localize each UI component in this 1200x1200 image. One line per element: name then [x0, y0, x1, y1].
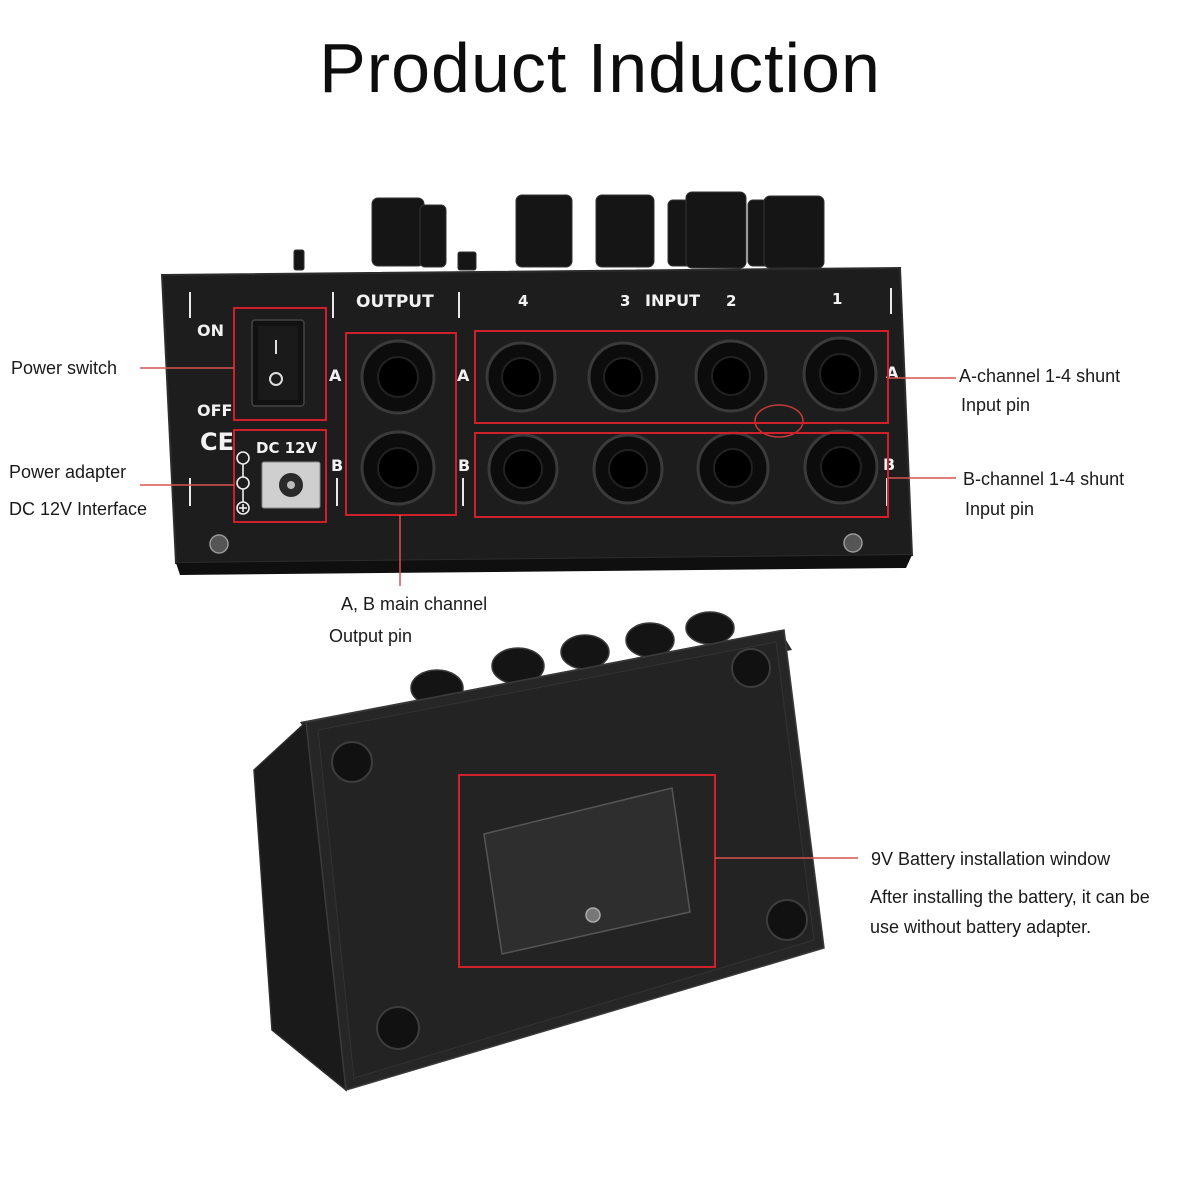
power-switch	[251, 319, 305, 407]
audio-jacks	[360, 336, 879, 506]
a-channel-callout-2: Input pin	[961, 395, 1031, 415]
input-number-2: 2	[726, 292, 736, 310]
battery-cover	[483, 787, 691, 955]
input-number-3: 3	[620, 292, 630, 310]
output-a-label: A	[329, 366, 342, 385]
dc-jack-highlight	[233, 429, 327, 523]
battery-cover-screw	[585, 907, 601, 923]
output-highlight	[345, 332, 457, 516]
input-label: INPUT	[645, 291, 700, 310]
main-output-callout-2: Output pin	[329, 626, 413, 646]
dc-label: DC 12V	[256, 439, 318, 457]
b-channel-callout-1: B-channel 1-4 shunt	[963, 469, 1125, 489]
off-label: OFF	[197, 401, 232, 420]
battery-callout-3: use without battery adapter.	[870, 917, 1092, 937]
input-number-1: 1	[832, 290, 842, 308]
input-number-4: 4	[518, 292, 528, 310]
b-channel-callout-2: Input pin	[965, 499, 1035, 519]
input-b-left-label: B	[458, 456, 470, 475]
battery-window-highlight	[458, 774, 716, 968]
device-bottom-view	[253, 611, 858, 1092]
battery-callout-1: 9V Battery installation window	[871, 849, 1111, 869]
power-switch-callout: Power switch	[11, 358, 118, 378]
a-channel-callout-1: A-channel 1-4 shunt	[959, 366, 1121, 386]
polarity-icon	[236, 451, 250, 515]
ce-mark: CE	[200, 428, 234, 456]
power-adapter-callout-2: DC 12V Interface	[9, 499, 148, 519]
battery-callout-2: After installing the battery, it can be	[870, 887, 1150, 907]
b-channel-highlight	[474, 432, 889, 518]
input-a-left-label: A	[457, 366, 470, 385]
knobs	[293, 191, 825, 271]
output-label: OUTPUT	[356, 292, 434, 312]
page-title: Product Induction	[319, 29, 881, 107]
brand-logo	[754, 404, 804, 438]
device-front-view: ON OFF CE DC 12V OUTPUT INPUT 4 3 2 1 A …	[140, 191, 956, 586]
power-adapter-callout-1: Power adapter	[9, 462, 127, 482]
dc-jack	[261, 461, 321, 509]
power-switch-highlight	[233, 307, 327, 421]
input-b-right-label: B	[883, 455, 895, 474]
a-channel-highlight	[474, 330, 889, 424]
output-b-label: B	[331, 456, 343, 475]
main-output-callout-1: A, B main channel	[341, 594, 488, 614]
on-label: ON	[197, 321, 224, 340]
front-screws	[209, 533, 863, 554]
